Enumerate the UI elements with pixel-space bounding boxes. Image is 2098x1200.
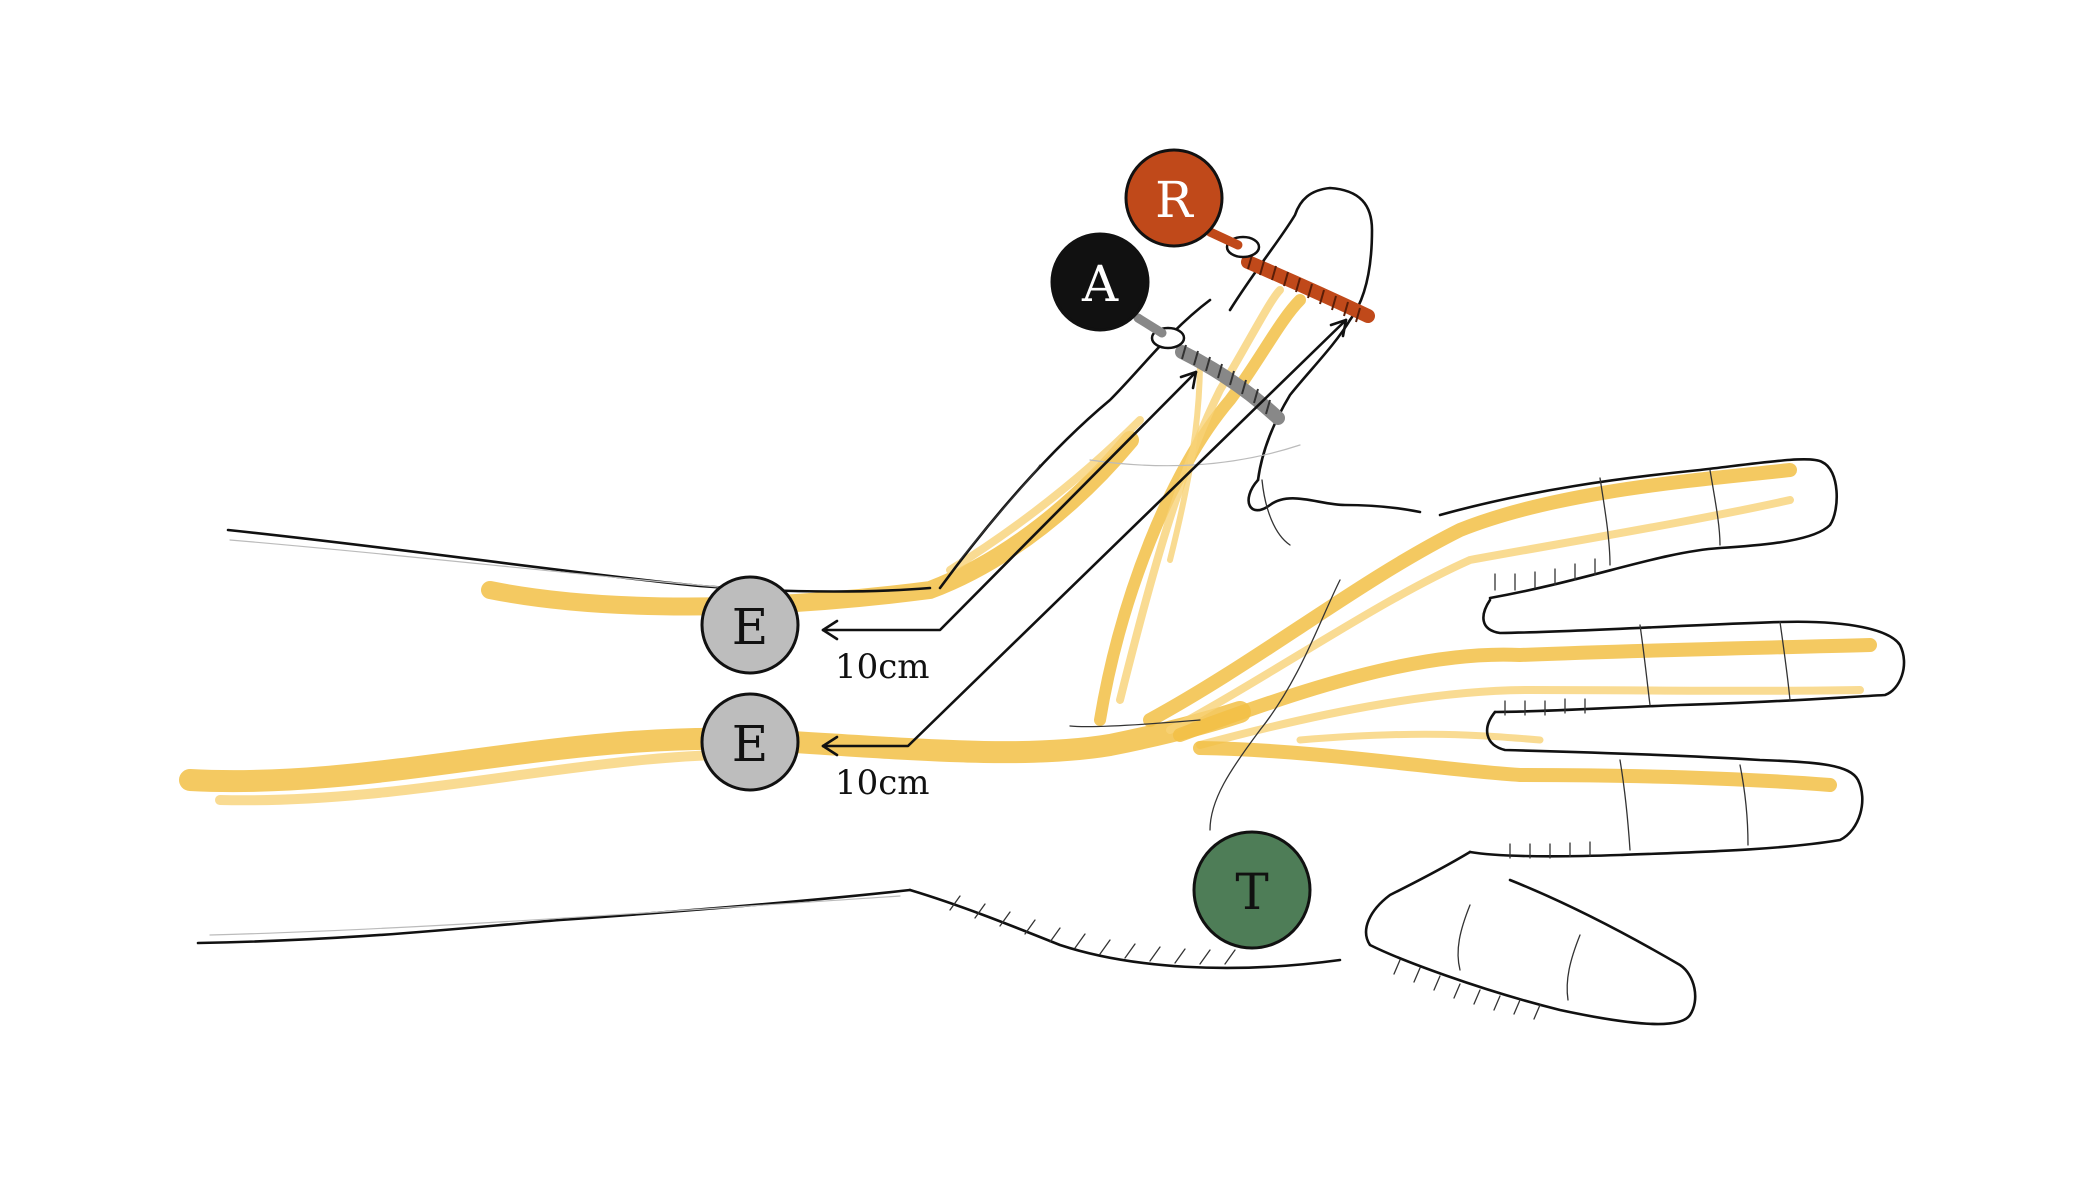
hand-outline [196, 186, 1906, 1026]
electrode-r: R [1124, 148, 1224, 248]
electrode-r-label: R [1155, 171, 1194, 229]
distance-label-upper: 10cm [835, 647, 930, 687]
electrode-e-upper: E [700, 575, 800, 675]
nerves [179, 286, 1877, 806]
ring-electrodes [1133, 227, 1375, 425]
electrode-e-upper-label: E [732, 598, 769, 656]
electrode-t: T [1192, 830, 1312, 950]
electrode-e-lower: E [700, 692, 800, 792]
electrode-a: A [1050, 232, 1150, 332]
electrode-a-label: A [1081, 255, 1119, 313]
measurement-arrows: 10cm 10cm [821, 318, 1348, 803]
distance-label-lower: 10cm [835, 763, 930, 803]
electrode-e-lower-label: E [732, 715, 769, 773]
electrode-t-label: T [1235, 863, 1268, 921]
